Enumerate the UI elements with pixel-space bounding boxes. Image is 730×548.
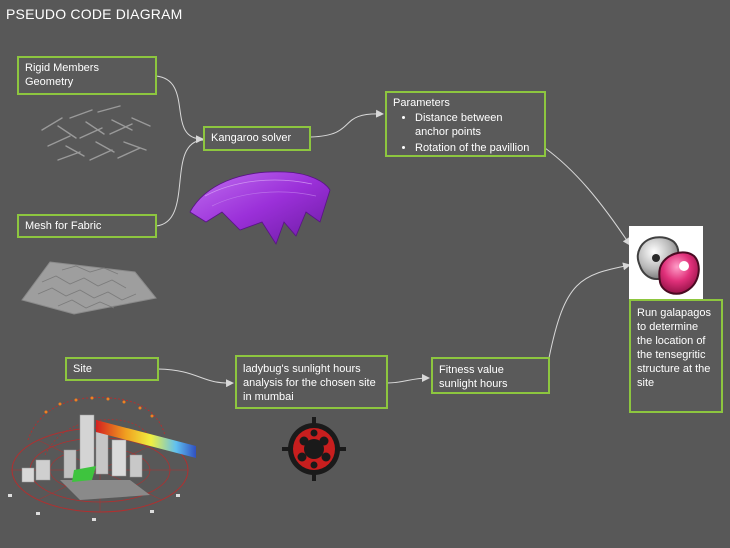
- galapagos-box[interactable]: Run galapagos to determine the location …: [629, 299, 723, 413]
- fitness-value-box[interactable]: Fitness value sunlight hours: [431, 357, 550, 394]
- rigid-members-box[interactable]: Rigid Members Geometry: [17, 56, 157, 95]
- connector-mesh-to-kangaroo: [155, 139, 204, 227]
- ladybug-analysis-box[interactable]: ladybug's sunlight hours analysis for th…: [235, 355, 388, 409]
- parameters-list: Distance between anchor points Rotation …: [393, 111, 538, 155]
- kangaroo-solver-box[interactable]: Kangaroo solver: [203, 126, 311, 151]
- parameter-item: Rotation of the pavillion: [415, 141, 538, 155]
- galapagos-icon: [629, 226, 703, 300]
- rigid-members-label: Rigid Members Geometry: [25, 62, 99, 88]
- parameters-heading: Parameters: [393, 97, 450, 109]
- connector-rigid-to-kangaroo: [155, 75, 204, 144]
- site-analysis-icon: [8, 396, 196, 521]
- connector-ladybug-to-fitness: [386, 374, 430, 384]
- fitness-value-label: Fitness value sunlight hours: [439, 364, 508, 390]
- ladybug-analysis-label: ladybug's sunlight hours analysis for th…: [243, 363, 376, 403]
- site-box[interactable]: Site: [65, 357, 159, 381]
- connector-kangaroo-to-parameters: [310, 109, 384, 138]
- page-title: PSEUDO CODE DIAGRAM: [6, 6, 183, 22]
- galapagos-label: Run galapagos to determine the location …: [637, 307, 712, 389]
- parameters-box[interactable]: Parameters Distance between anchor point…: [385, 91, 546, 157]
- site-label: Site: [73, 363, 92, 375]
- mesh-for-fabric-label: Mesh for Fabric: [25, 220, 102, 232]
- kangaroo-surface-icon: [189, 171, 331, 245]
- connector-parameters-to-galapagos: [544, 147, 631, 246]
- connector-site-to-ladybug: [157, 368, 234, 388]
- rigid-members-icon: [41, 105, 151, 161]
- kangaroo-solver-label: Kangaroo solver: [211, 132, 292, 144]
- ladybug-icon: [282, 417, 346, 481]
- fabric-mesh-icon: [21, 261, 157, 315]
- mesh-for-fabric-box[interactable]: Mesh for Fabric: [17, 214, 157, 238]
- parameter-item: Distance between anchor points: [415, 111, 538, 139]
- connector-fitness-to-galapagos: [548, 262, 631, 359]
